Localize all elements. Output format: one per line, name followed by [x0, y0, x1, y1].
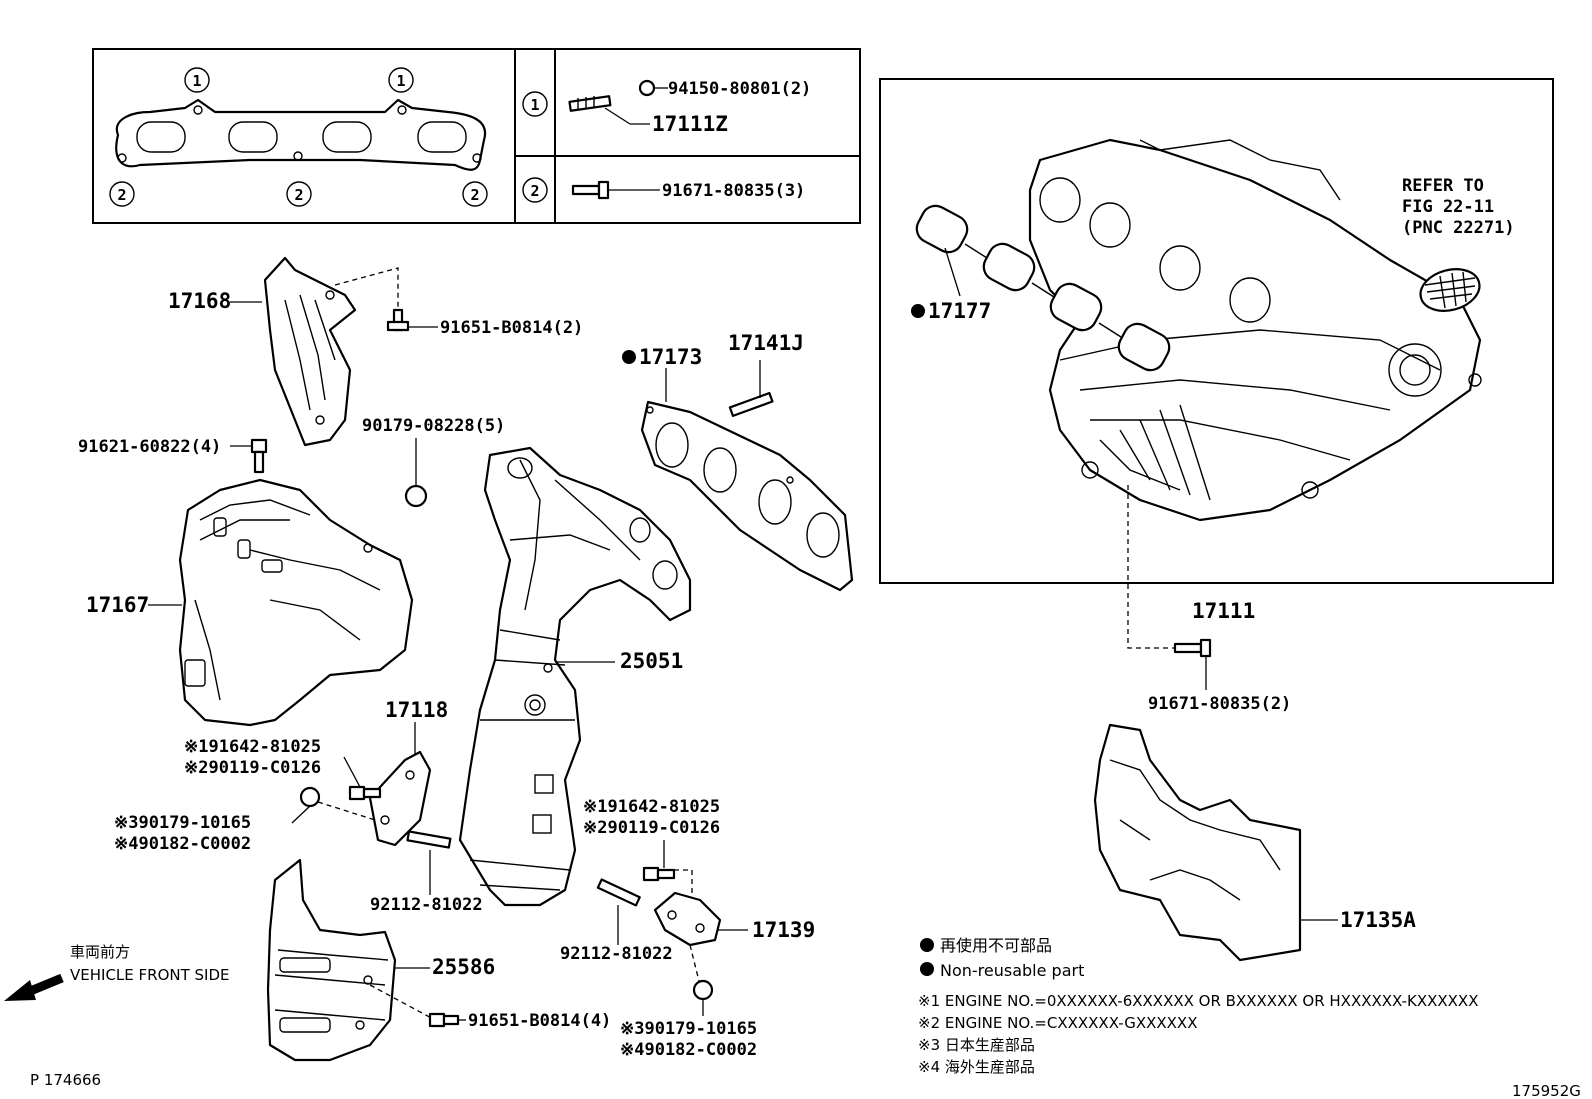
legend-note-4: ※4 海外生産部品 [918, 1058, 1035, 1076]
bracket-17118 [368, 750, 432, 847]
label-17177: 17177 [928, 299, 991, 323]
bolt-part-number: 91671-80835(3) [662, 181, 805, 201]
label-17118: 17118 [385, 698, 448, 722]
inset-table: 1 1 2 2 2 1 [92, 48, 861, 224]
label-17139: 17139 [752, 918, 815, 942]
label-91671-80835-2: 91671-80835(2) [1148, 694, 1291, 714]
direction-jp: 車両前方 [70, 943, 130, 961]
intake-manifold-box: REFER TO FIG 22-11 (PNC 22271) 17177 [879, 78, 1554, 584]
circle-marker-2c: 2 [462, 181, 488, 207]
stud-part-number: 17111Z [652, 112, 728, 136]
label-17173: 17173 [639, 345, 702, 369]
nut-part-number: 94150-80801(2) [668, 79, 811, 99]
legend-nonreuse-en: Non-reusable part [940, 961, 1084, 980]
svg-text:2: 2 [470, 186, 479, 204]
plate-17139 [653, 891, 722, 947]
bolt-icon [571, 180, 610, 200]
legend-nonreuse-jp: 再使用不可部品 [940, 936, 1052, 955]
direction-en: VEHICLE FRONT SIDE [70, 966, 230, 984]
label-17167: 17167 [86, 593, 149, 617]
stud-17141j [728, 391, 774, 417]
heat-insulator-17168 [263, 256, 357, 447]
front-arrow-icon [4, 973, 64, 1001]
row1-marker: 1 [522, 91, 548, 117]
bolt-91651-a [386, 308, 410, 332]
gasket-diagram [115, 98, 487, 171]
circle-marker-1a: 1 [184, 67, 210, 93]
nut-390179-a [299, 786, 321, 808]
svg-text:2: 2 [294, 186, 303, 204]
label-390179-b: ※390179-10165 [620, 1019, 757, 1039]
svg-text:1: 1 [396, 72, 405, 90]
footer-right: 175952G [1512, 1082, 1581, 1099]
nonreuse-dot-17177 [911, 304, 925, 318]
heat-insulator-17167 [178, 478, 414, 727]
gasket-17177 [915, 204, 1171, 372]
label-17168: 17168 [168, 289, 231, 313]
stud-icon [568, 95, 612, 112]
heat-insulator-25586 [266, 858, 397, 1062]
label-191642-a: ※191642-81025 [184, 737, 321, 757]
bolt-91621 [250, 438, 268, 474]
label-91651-b0814-4: 91651-B0814(4) [468, 1011, 611, 1031]
bolt-91651-b [428, 1012, 460, 1028]
svg-text:2: 2 [117, 186, 126, 204]
label-490182-a: ※490182-C0002 [114, 834, 251, 854]
gasket-17173 [640, 400, 854, 592]
stud-92112-b [596, 878, 641, 907]
label-390179-a: ※390179-10165 [114, 813, 251, 833]
label-25051: 25051 [620, 649, 683, 673]
bolt-191642-b [642, 866, 676, 882]
label-17141j: 17141J [728, 331, 804, 355]
nut-icon [638, 79, 656, 97]
insulator-17135a [1093, 723, 1302, 962]
svg-text:1: 1 [530, 96, 539, 114]
intake-manifold [1028, 138, 1482, 522]
label-290119-b: ※290119-C0126 [583, 818, 720, 838]
label-290119-a: ※290119-C0126 [184, 758, 321, 778]
nonreuse-dot-legend-en [920, 962, 934, 976]
refer-line2: FIG 22-11 [1402, 197, 1494, 217]
nut-390179-b [692, 979, 714, 1001]
row2-marker: 2 [522, 177, 548, 203]
circle-marker-2b: 2 [286, 181, 312, 207]
legend: 再使用不可部品 Non-reusable part ※1 ENGINE NO.=… [918, 936, 1478, 1076]
label-25586: 25586 [432, 955, 495, 979]
label-91621-60822-4: 91621-60822(4) [78, 437, 221, 457]
svg-text:2: 2 [530, 182, 539, 200]
label-191642-b: ※191642-81025 [583, 797, 720, 817]
exhaust-manifold-25051 [458, 446, 692, 907]
label-92112-81022-a: 92112-81022 [370, 895, 483, 915]
label-17111: 17111 [1192, 599, 1255, 623]
footer-left: P 174666 [30, 1071, 101, 1089]
refer-line3: (PNC 22271) [1402, 218, 1515, 238]
refer-line1: REFER TO [1402, 176, 1484, 196]
label-90179-08228-5: 90179-08228(5) [362, 416, 505, 436]
stud-92112-a [406, 830, 452, 849]
bolt-91671-b [1173, 638, 1212, 658]
svg-text:1: 1 [192, 72, 201, 90]
label-17135a: 17135A [1340, 908, 1416, 932]
bolt-191642-a [348, 785, 382, 801]
label-490182-b: ※490182-C0002 [620, 1040, 757, 1060]
legend-note-3: ※3 日本生産部品 [918, 1036, 1035, 1054]
circle-marker-2a: 2 [109, 181, 135, 207]
label-91651-b0814-2: 91651-B0814(2) [440, 318, 583, 338]
legend-note-2: ※2 ENGINE NO.=CXXXXXX-GXXXXXX [918, 1014, 1197, 1032]
circle-marker-1b: 1 [388, 67, 414, 93]
nonreuse-dot-legend-jp [920, 938, 934, 952]
throttle-mesh-icon [1419, 268, 1481, 312]
legend-note-1: ※1 ENGINE NO.=0XXXXXX-6XXXXXX OR BXXXXXX… [918, 992, 1478, 1010]
nonreuse-dot-17173 [622, 350, 636, 364]
label-92112-81022-b: 92112-81022 [560, 944, 673, 964]
nut-90179 [404, 484, 428, 508]
